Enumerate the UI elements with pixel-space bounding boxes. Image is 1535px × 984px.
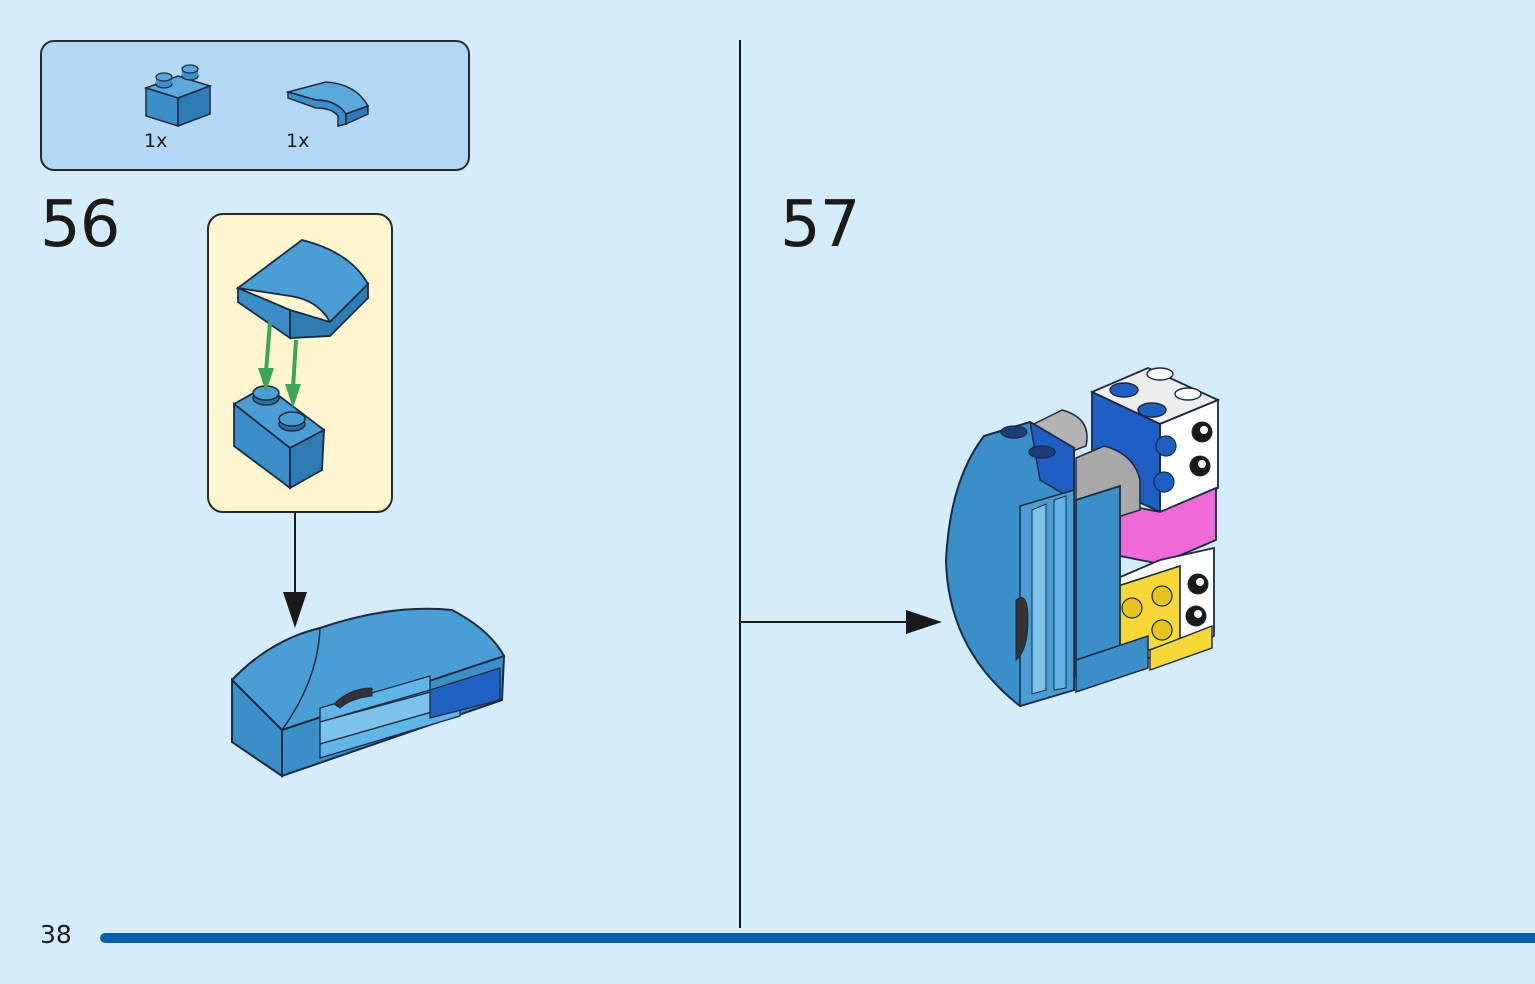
curved-slope-icon (286, 81, 370, 127)
step-number-57: 57 (780, 188, 860, 262)
step-number-56: 56 (40, 188, 120, 262)
step57-model-icon (944, 367, 1221, 708)
callout-brick-icon (232, 384, 326, 490)
step56-model-icon (230, 607, 506, 778)
step-divider (739, 40, 741, 928)
brick-1x2-icon (143, 64, 213, 128)
part-qty: 1x (286, 130, 310, 152)
part-brick-1x2: 1x (142, 64, 214, 152)
part-qty: 1x (144, 130, 168, 152)
parts-list-box: 1x 1x (40, 40, 470, 171)
part-curved-slope: 1x (286, 78, 372, 152)
green-arrows-icon (258, 321, 301, 408)
page-number: 38 (40, 920, 72, 949)
progress-bar-fill (100, 933, 1535, 943)
callout-curved-slope-icon (235, 239, 370, 340)
progress-bar (100, 933, 1535, 943)
